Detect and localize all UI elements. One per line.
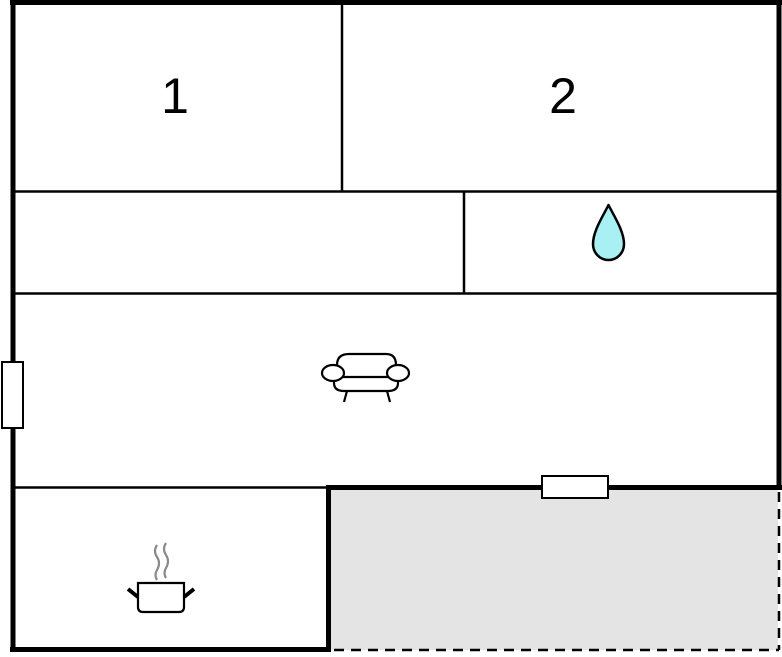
terrace (331, 490, 777, 649)
room-hallway (15, 193, 463, 292)
water-drop-icon (591, 203, 626, 262)
room-bathroom (465, 193, 777, 292)
sofa-icon (320, 352, 411, 403)
room-living-room (15, 295, 777, 485)
room-label-bedroom-2: 2 (549, 68, 577, 124)
cooking-pot-icon (126, 542, 196, 614)
window-west (1, 361, 24, 429)
terrace-area (330, 489, 778, 650)
room-label-bedroom-1: 1 (161, 68, 189, 124)
window-south (541, 475, 609, 499)
room-bedroom-2 (343, 5, 777, 190)
room-kitchen (15, 489, 326, 647)
room-bedroom-1 (15, 5, 341, 190)
